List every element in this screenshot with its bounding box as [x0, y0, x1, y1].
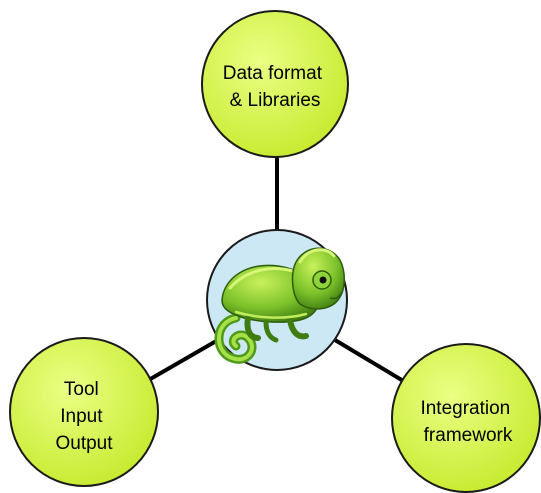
connector-right: [333, 338, 412, 387]
node-label-line: Tool: [64, 379, 99, 400]
node-label-line: Data format: [223, 63, 323, 84]
svg-text:Data format & Libraries: Data format & Libraries: [223, 63, 328, 111]
node-tool-io: Tool Input Output: [9, 337, 159, 487]
node-circle: [201, 10, 349, 158]
node-data-format: Data format & Libraries: [201, 10, 349, 158]
chameleon-icon: [214, 247, 345, 364]
svg-text:Tool Input Output: Tool Input Output: [55, 379, 113, 454]
node-label-line: framework: [424, 425, 513, 446]
node-label-line: Output: [55, 433, 113, 454]
node-circle: [391, 343, 541, 493]
svg-text:Integration framework: Integration framework: [420, 398, 515, 446]
node-integration-framework: Integration framework: [391, 343, 541, 493]
node-label-line: & Libraries: [230, 90, 321, 111]
node-label-line: Integration: [420, 398, 510, 419]
node-circle: [9, 337, 159, 487]
node-center: [206, 229, 348, 371]
node-label-line: Input: [60, 406, 103, 427]
connector-left: [139, 338, 219, 387]
